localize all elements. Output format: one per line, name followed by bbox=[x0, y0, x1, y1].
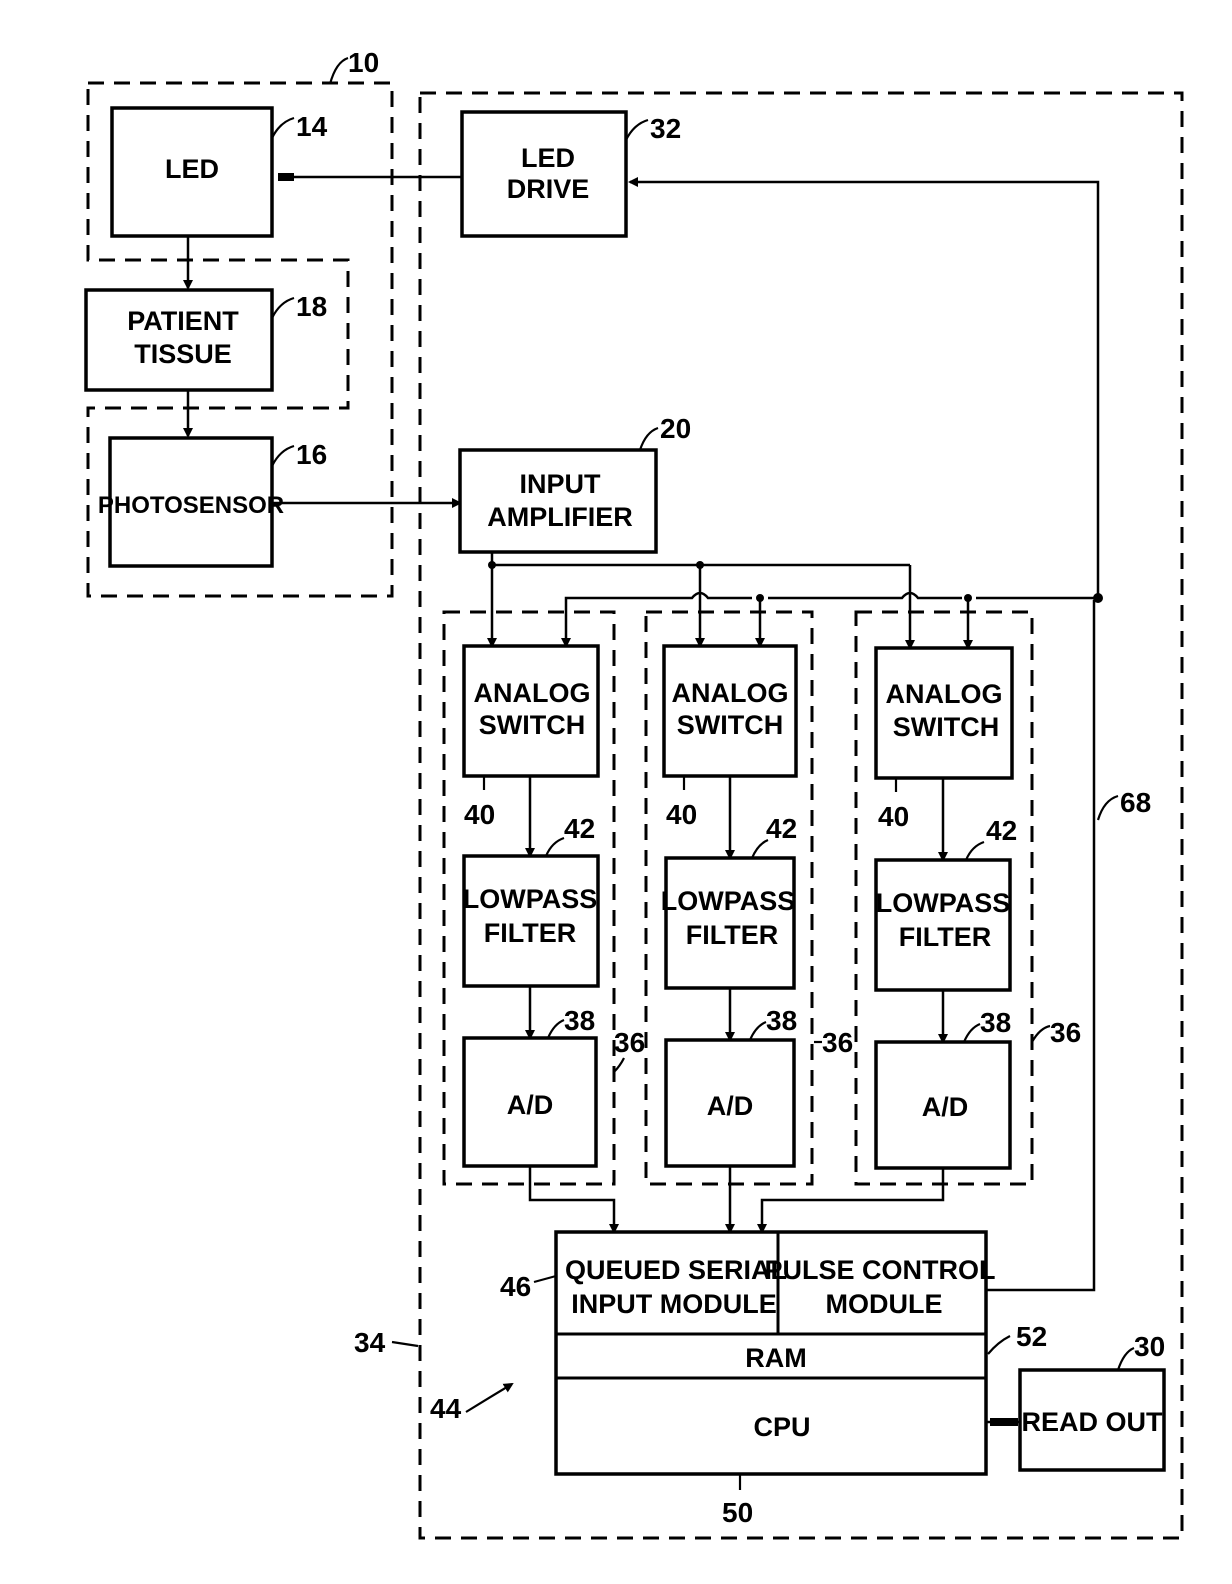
ref-52: 52 bbox=[1016, 1321, 1047, 1352]
ref-50: 50 bbox=[722, 1497, 753, 1528]
ad-1-label: A/D bbox=[507, 1090, 554, 1120]
ad-block-2: A/D bbox=[666, 1040, 794, 1166]
analog-switch-2-line2: SWITCH bbox=[677, 710, 783, 740]
input-amplifier-label-line2: AMPLIFIER bbox=[487, 502, 633, 532]
read-out-block: READ OUT bbox=[1020, 1370, 1164, 1470]
lowpass-filter-block-2: LOWPASS FILTER bbox=[661, 858, 796, 988]
ref-40-channel-3: 40 bbox=[878, 801, 909, 832]
ref-14: 14 bbox=[296, 111, 328, 142]
ref-18: 18 bbox=[296, 291, 327, 322]
ref-30: 30 bbox=[1134, 1331, 1165, 1362]
lowpass-filter-1-line2: FILTER bbox=[484, 918, 576, 948]
ref-42-channel-3: 42 bbox=[986, 815, 1017, 846]
input-amplifier-label-line1: INPUT bbox=[520, 469, 602, 499]
analog-switch-block-1: ANALOG SWITCH bbox=[464, 646, 598, 776]
ref-40-channel-2: 40 bbox=[666, 799, 697, 830]
led-block: LED bbox=[112, 108, 272, 236]
analog-switch-3-line2: SWITCH bbox=[893, 712, 999, 742]
ram-label: RAM bbox=[745, 1343, 807, 1373]
pulse-control-label-line1: PULSE CONTROL bbox=[764, 1255, 995, 1285]
ref-42-channel-2: 42 bbox=[766, 813, 797, 844]
ref-38-channel-1: 38 bbox=[564, 1005, 595, 1036]
analog-switch-2-line1: ANALOG bbox=[672, 678, 789, 708]
lowpass-filter-2-line1: LOWPASS bbox=[661, 886, 796, 916]
analog-switch-1-line1: ANALOG bbox=[474, 678, 591, 708]
led-drive-label-line2: DRIVE bbox=[507, 174, 590, 204]
patient-tissue-label-line1: PATIENT bbox=[127, 306, 239, 336]
queued-serial-label-line1: QUEUED SERIAL bbox=[565, 1255, 787, 1285]
patient-tissue-block: PATIENT TISSUE bbox=[86, 290, 272, 390]
read-out-label: READ OUT bbox=[1022, 1407, 1164, 1437]
ref-34: 34 bbox=[354, 1327, 386, 1358]
lowpass-filter-2-line2: FILTER bbox=[686, 920, 778, 950]
lowpass-filter-block-1: LOWPASS FILTER bbox=[463, 856, 598, 986]
ref-38-channel-3: 38 bbox=[980, 1007, 1011, 1038]
analog-switch-block-3: ANALOG SWITCH bbox=[876, 648, 1012, 778]
ref-44: 44 bbox=[430, 1393, 462, 1424]
ref-16: 16 bbox=[296, 439, 327, 470]
lowpass-filter-1-line1: LOWPASS bbox=[463, 884, 598, 914]
lowpass-filter-block-3: LOWPASS FILTER bbox=[876, 860, 1011, 990]
patient-tissue-label-line2: TISSUE bbox=[134, 339, 232, 369]
microcontroller-block: QUEUED SERIAL INPUT MODULE PULSE CONTROL… bbox=[556, 1232, 996, 1474]
ref-40-channel-1: 40 bbox=[464, 799, 495, 830]
pulse-control-label-line2: MODULE bbox=[826, 1289, 943, 1319]
input-amplifier-block: INPUT AMPLIFIER bbox=[460, 450, 656, 552]
cpu-label: CPU bbox=[753, 1412, 810, 1442]
led-drive-block: LED DRIVE bbox=[462, 112, 626, 236]
analog-switch-3-line1: ANALOG bbox=[886, 679, 1003, 709]
led-label: LED bbox=[165, 154, 219, 184]
lowpass-filter-3-line1: LOWPASS bbox=[876, 888, 1011, 918]
analog-switch-1-line2: SWITCH bbox=[479, 710, 585, 740]
ref-36-channel-3: 36 bbox=[1050, 1017, 1081, 1048]
ref-36-channel-2: 36 bbox=[822, 1027, 853, 1058]
ad-3-label: A/D bbox=[922, 1092, 969, 1122]
led-drive-label-line1: LED bbox=[521, 143, 575, 173]
ref-68: 68 bbox=[1120, 787, 1151, 818]
ad-block-1: A/D bbox=[464, 1038, 596, 1166]
ad-2-label: A/D bbox=[707, 1091, 754, 1121]
ref-36-channel-1: 36 bbox=[614, 1027, 645, 1058]
ref-42-channel-1: 42 bbox=[564, 813, 595, 844]
photosensor-block: PHOTOSENSOR bbox=[98, 438, 284, 566]
queued-serial-label-line2: INPUT MODULE bbox=[571, 1289, 777, 1319]
ref-38-channel-2: 38 bbox=[766, 1005, 797, 1036]
ref-46: 46 bbox=[500, 1271, 531, 1302]
ad-block-3: A/D bbox=[876, 1042, 1010, 1168]
photosensor-label: PHOTOSENSOR bbox=[98, 492, 284, 519]
lowpass-filter-3-line2: FILTER bbox=[899, 922, 991, 952]
analog-switch-block-2: ANALOG SWITCH bbox=[664, 646, 796, 776]
ref-32: 32 bbox=[650, 113, 681, 144]
ref-10: 10 bbox=[348, 47, 379, 78]
ref-20: 20 bbox=[660, 413, 691, 444]
